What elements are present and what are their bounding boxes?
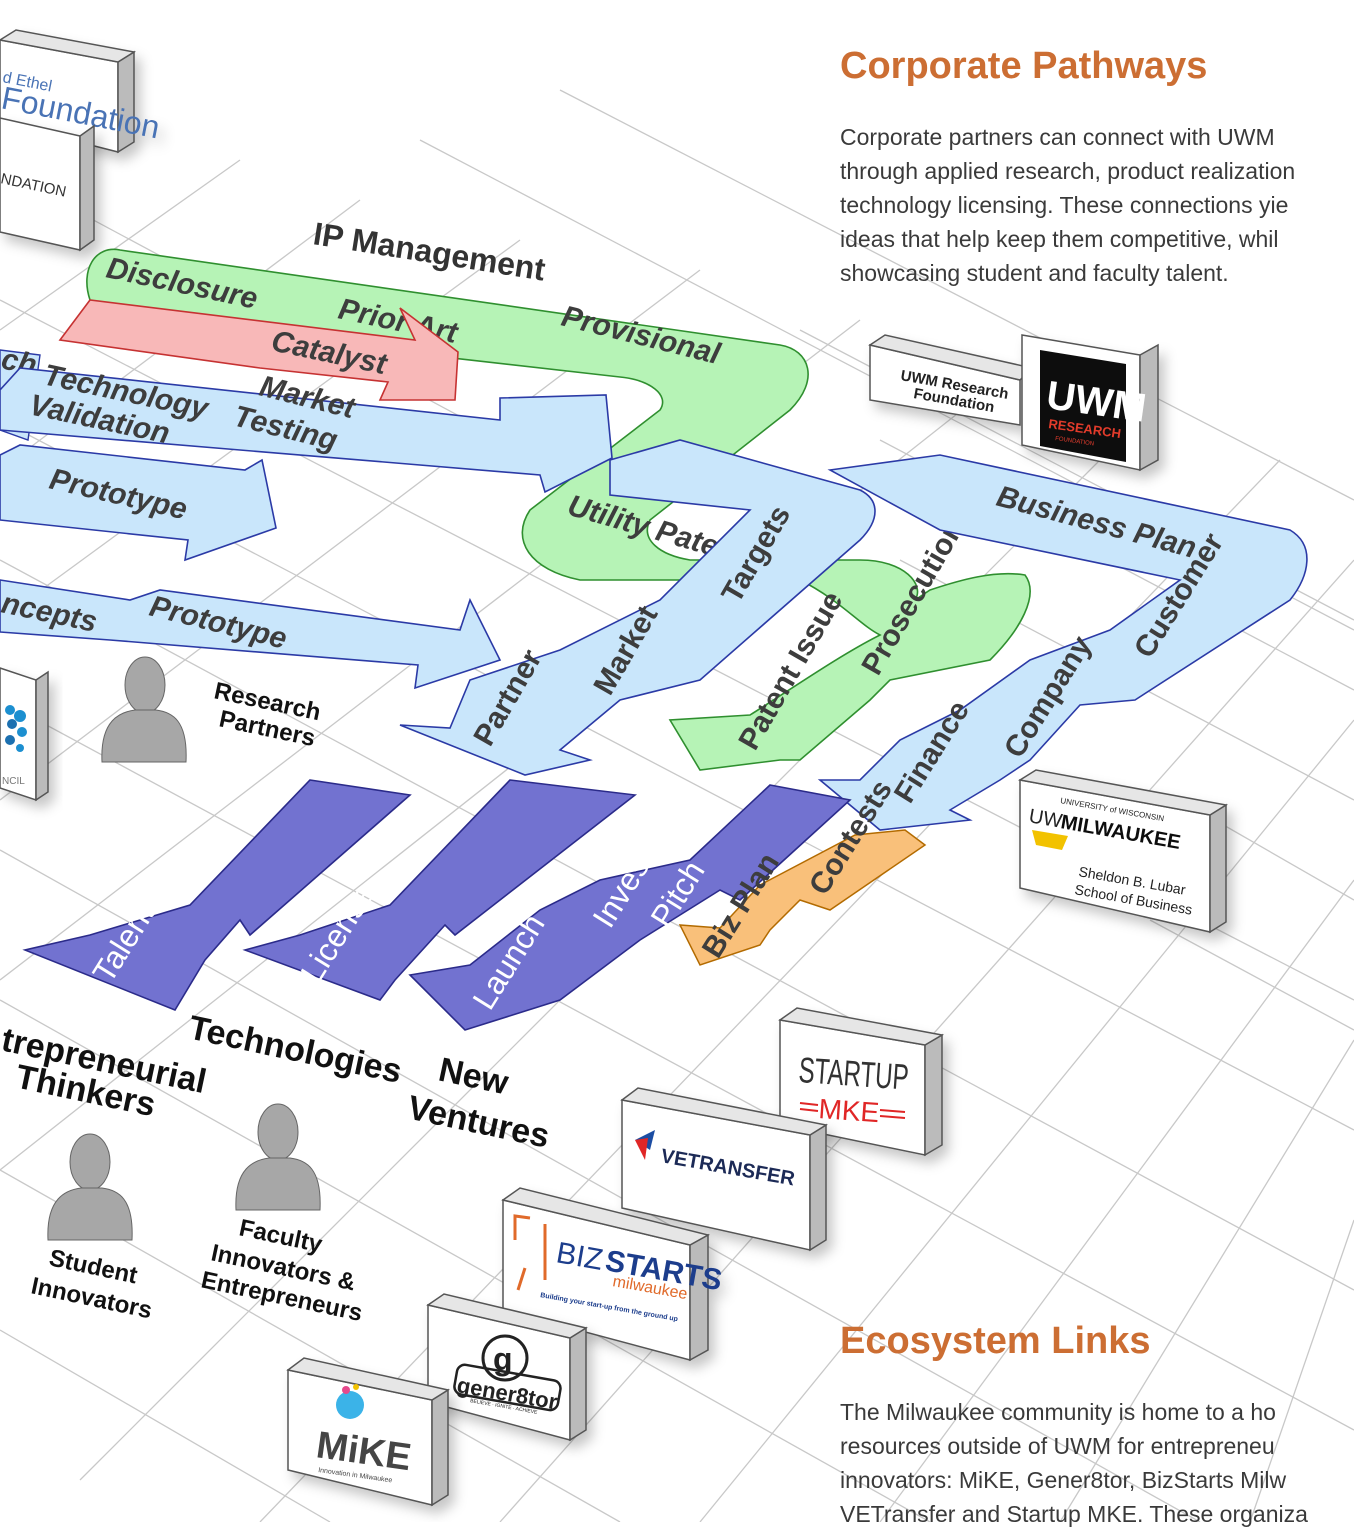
prototype-upper-shape [0, 444, 277, 562]
ecosystem-text-line: The Milwaukee community is home to a ho [840, 1399, 1276, 1425]
commercialization-arrows: Targets Market Partner Business Plan Cus… [399, 439, 1308, 831]
launch-shape [408, 784, 852, 1031]
student-person-icon [47, 1133, 133, 1241]
ip-management-title: IP Management [311, 215, 548, 287]
corporate-pathways-heading: Corporate Pathways [840, 45, 1208, 87]
svg-text:NCIL: NCIL [2, 776, 25, 787]
ecosystem-text-line: innovators: MiKE, Gener8tor, BizStarts M… [840, 1467, 1287, 1493]
research-arrows: ch Technology Validation Market Testing … [0, 343, 613, 690]
corporate-text-line: ideas that help keep them competitive, w… [840, 226, 1279, 252]
council-logo: NCIL [0, 667, 49, 802]
ecosystem-links-heading: Ecosystem Links [840, 1320, 1151, 1362]
business-plan-shape [817, 454, 1308, 831]
research-partners-person-icon [101, 656, 187, 763]
ecosystem-text-line: VETransfer and Startup MKE. These organi… [840, 1501, 1308, 1527]
svg-text:BIZ: BIZ [554, 1236, 606, 1277]
corporate-text-line: showcasing student and faculty talent. [840, 260, 1229, 286]
uwm-research-foundation-logo: UWM Research Foundation UWM RESEARCH FOU… [868, 334, 1159, 472]
ecosystem-text-line: resources outside of UWM for entrepreneu [840, 1433, 1275, 1459]
outcome-arrows: Talent License Launch Investor Pitch [22, 779, 852, 1031]
talent-shape [22, 779, 412, 1011]
ip-track-shape [86, 248, 1031, 771]
license-shape [242, 779, 638, 1001]
ndation-logo: NDATION [0, 117, 95, 252]
ecosystem-links-text: The Milwaukee community is home to a ho … [840, 1395, 1308, 1531]
targets-market-partner-shape [399, 439, 876, 776]
corporate-text-line: through applied research, product realiz… [840, 158, 1296, 184]
svg-text:STARTUP: STARTUP [797, 1049, 910, 1098]
new-ventures-line1: New [435, 1051, 512, 1103]
new-ventures-line2: Ventures [404, 1089, 552, 1156]
corporate-text-line: technology licensing. These connections … [840, 192, 1289, 218]
svg-text:FOUNDATION: FOUNDATION [1055, 436, 1095, 447]
svg-text:MKE: MKE [818, 1093, 881, 1128]
mike-logo: MiKE Innovation in Milwaukee [286, 1357, 450, 1507]
corporate-pathways-text: Corporate partners can connect with UWM … [840, 120, 1295, 290]
prototype-lower-shape [0, 579, 502, 690]
svg-text:g: g [493, 1341, 513, 1377]
corporate-text-line: Corporate partners can connect with UWM [840, 124, 1275, 150]
catalyst-shape [58, 299, 459, 401]
tech-validation-shape [0, 367, 613, 494]
contests-shape [678, 829, 927, 966]
technologies-label: Technologies [185, 1009, 405, 1091]
vetransfer-logo: VETRANSFER [620, 1087, 829, 1252]
gener8tor-logo: g gener8tor BELIEVE · IGNITE · ACHIEVE [426, 1293, 588, 1442]
startup-mke-logo: STARTUP MKE [778, 1007, 945, 1157]
lubar-school-logo: UNIVERSITY of WISCONSIN UW MILWAUKEE She… [1017, 769, 1229, 934]
faculty-person-icon [235, 1103, 321, 1211]
